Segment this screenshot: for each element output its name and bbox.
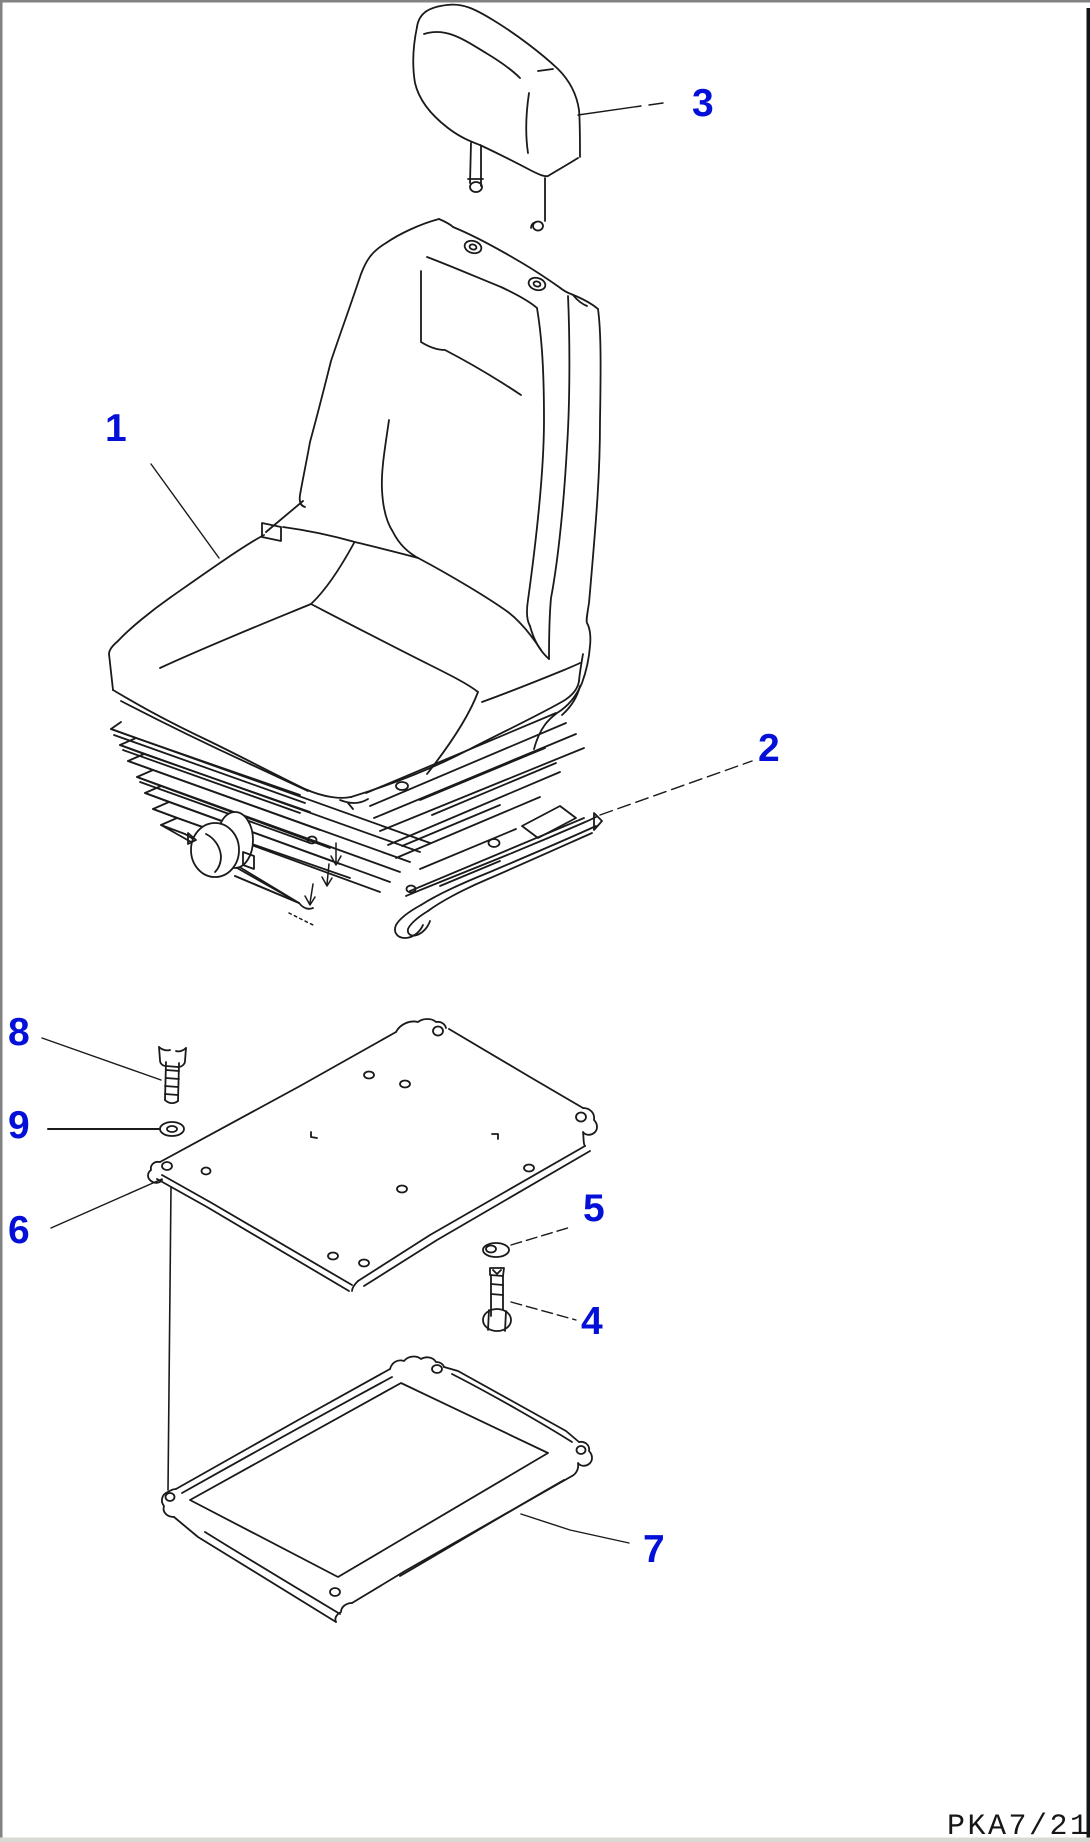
svg-text:6: 6 [8, 1209, 30, 1252]
svg-text:2: 2 [758, 727, 780, 770]
svg-text:PKA7/21: PKA7/21 [947, 1810, 1090, 1842]
svg-text:3: 3 [692, 82, 714, 125]
svg-text:7: 7 [643, 1528, 665, 1571]
svg-text:4: 4 [581, 1300, 603, 1343]
svg-text:9: 9 [8, 1104, 30, 1147]
svg-text:5: 5 [583, 1187, 605, 1230]
svg-text:1: 1 [105, 407, 127, 450]
svg-text:8: 8 [8, 1011, 30, 1054]
